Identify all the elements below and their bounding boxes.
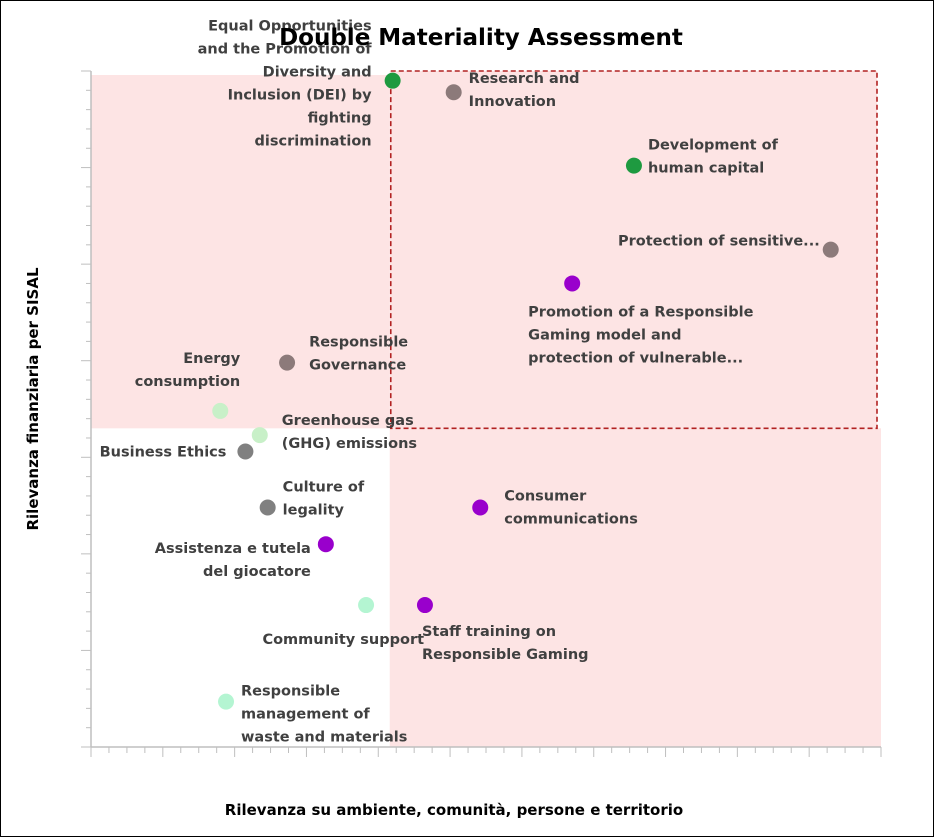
data-point-label-line: human capital bbox=[648, 161, 764, 177]
data-point-label-line: consumption bbox=[135, 374, 241, 390]
data-point-label-line: Staff training on bbox=[422, 624, 556, 640]
chart-title: Double Materiality Assessment bbox=[279, 25, 683, 51]
data-point bbox=[279, 354, 296, 371]
data-point-label: Culture of legality bbox=[283, 480, 365, 519]
data-point bbox=[237, 443, 254, 460]
data-point-label-line: del giocatore bbox=[203, 564, 311, 580]
data-point-label: Equal Opportunities and the Promotion of D… bbox=[198, 19, 373, 150]
quadrant-top-left bbox=[91, 75, 390, 429]
data-point-label-line: Assistenza e tutela bbox=[155, 541, 311, 557]
data-point-label-line: Gaming model and bbox=[528, 327, 681, 343]
data-point bbox=[822, 241, 839, 258]
data-point-label-line: Consumer bbox=[504, 489, 587, 505]
data-point-label-line: Greenhouse gas bbox=[282, 413, 414, 429]
data-point-label-line: Innovation bbox=[469, 94, 556, 110]
x-axis-label: Rilevanza su ambiente, comunità, persone… bbox=[225, 801, 683, 819]
data-point-label-line: Responsible bbox=[309, 335, 408, 351]
data-point-label: Protection of sensitive... bbox=[618, 234, 820, 250]
data-point-label-line: Business Ethics bbox=[100, 444, 227, 460]
data-point-label: Business Ethics bbox=[100, 444, 227, 460]
data-point bbox=[384, 72, 401, 89]
data-point-label-line: Development of bbox=[648, 138, 779, 154]
data-point-label: Greenhouse gas (GHG) emissions bbox=[282, 413, 417, 452]
data-point bbox=[259, 499, 276, 516]
data-point-label: Staff training on Responsible Gaming bbox=[422, 624, 589, 663]
data-point-label: Development of human capital bbox=[648, 138, 779, 177]
data-point bbox=[445, 84, 462, 101]
data-point-label-line: legality bbox=[283, 503, 345, 519]
quadrant-top-right bbox=[389, 71, 877, 429]
data-point bbox=[218, 693, 235, 710]
data-point-label-line: Responsible Gaming bbox=[422, 647, 589, 663]
data-point-label-line: management of bbox=[241, 707, 370, 723]
data-point-label-line: discrimination bbox=[255, 134, 372, 150]
data-point-label: Energy consumption bbox=[135, 351, 241, 390]
data-point bbox=[472, 499, 489, 516]
data-point-label-line: Energy bbox=[183, 351, 241, 367]
data-point bbox=[251, 427, 268, 444]
data-point-label: Responsible management of waste and materi… bbox=[241, 684, 407, 746]
data-point-label-line: Promotion of a Responsible bbox=[528, 304, 753, 320]
data-point-label-line: (GHG) emissions bbox=[282, 436, 417, 452]
data-point-label-line: and the Promotion of bbox=[198, 42, 373, 58]
data-point-label: Assistenza e tutela del giocatore bbox=[155, 541, 311, 580]
data-point-label-line: Protection of sensitive... bbox=[618, 234, 820, 250]
data-point-label: Consumer communications bbox=[504, 489, 638, 528]
data-point bbox=[317, 536, 334, 553]
data-point-label-line: communications bbox=[504, 512, 638, 528]
data-point-label-line: Governance bbox=[309, 358, 406, 374]
data-point-label-line: Inclusion (DEI) by bbox=[228, 88, 373, 104]
quadrant-bottom-right bbox=[389, 428, 881, 747]
data-point bbox=[212, 402, 229, 419]
data-point bbox=[358, 597, 375, 614]
data-point-label-line: Diversity and bbox=[263, 65, 372, 81]
data-point-label-line: protection of vulnerable... bbox=[528, 350, 743, 366]
data-point-label-line: Community support bbox=[262, 632, 424, 648]
data-point-label-line: waste and materials bbox=[241, 730, 407, 746]
data-point bbox=[564, 275, 581, 292]
data-point-label: Community support bbox=[262, 632, 424, 648]
data-point-label-line: Equal Opportunities bbox=[208, 19, 372, 35]
data-point bbox=[416, 597, 433, 614]
data-point-label-line: Responsible bbox=[241, 684, 340, 700]
data-point bbox=[625, 157, 642, 174]
materiality-threshold-box bbox=[389, 70, 878, 430]
y-axis-label: Rilevanza finanziaria per SISAL bbox=[24, 267, 42, 530]
data-point-label-line: fighting bbox=[308, 111, 372, 127]
data-point-label-line: Research and bbox=[469, 71, 580, 87]
data-point-label-line: Culture of bbox=[283, 480, 365, 496]
